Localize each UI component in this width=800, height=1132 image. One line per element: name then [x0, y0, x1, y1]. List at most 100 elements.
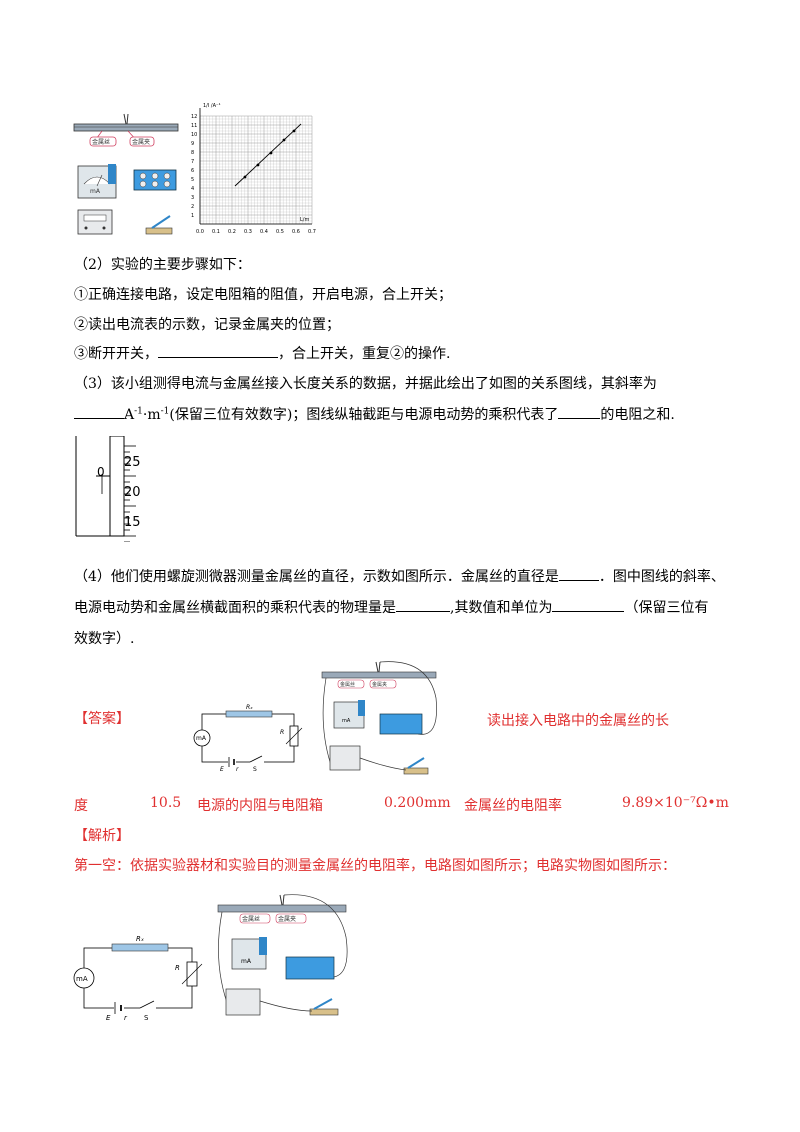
micrometer-label-25: 25	[124, 455, 141, 470]
answer-value-quantity: 金属丝的电阻率	[464, 798, 562, 814]
svg-text:mA: mA	[90, 188, 101, 195]
graph-x-label: L/m	[300, 217, 309, 223]
circuit-ma-label: mA	[76, 975, 88, 983]
circuit-r-label: R	[280, 729, 284, 736]
answer-blank	[396, 597, 450, 612]
graph-y-tick: 10	[191, 132, 197, 138]
circuit-e-label: E	[220, 766, 224, 772]
graph-x-tick: 0.6	[292, 229, 300, 235]
answer-blank	[558, 404, 601, 419]
metal-rod	[73, 123, 179, 132]
graph-point	[269, 151, 273, 155]
graph-x-tick: 0.4	[260, 229, 268, 235]
graph-y-tick: 2	[191, 204, 194, 210]
circuit-s-label: S	[253, 766, 257, 772]
graph-fit-line	[234, 123, 302, 187]
answer-value-slope: 10.5	[150, 795, 182, 811]
unit-m: ·m	[142, 407, 161, 423]
graph-y-tick: 7	[191, 159, 194, 165]
graph-y-tick: 9	[191, 141, 194, 147]
ammeter-label: mA	[342, 718, 351, 724]
circuit-diagram-answer: Rₓ R mA E r S	[193, 704, 303, 772]
answer-value-diameter: 0.200mm	[384, 795, 451, 811]
ammeter-label: mA	[241, 958, 252, 965]
step2-item-2: ②读出电流表的示数，记录金属夹的位置；	[74, 317, 340, 333]
graph-y-tick: 5	[191, 177, 194, 183]
circuit-rx-label: Rₓ	[246, 704, 253, 711]
graph-x-tick: 0.1	[212, 229, 220, 235]
step4-text-c: 电源电动势和金属丝横截面积的乘积代表的物理量是	[74, 600, 396, 616]
answer-blank	[158, 343, 278, 358]
step4-text-d: ,其数值和单位为	[450, 600, 553, 616]
graph-y-tick: 1	[191, 213, 194, 219]
step4-text-a: （4）他们使用螺旋测微器测量金属丝的直径，示数如图所示．金属丝的直径是	[74, 569, 559, 585]
step4-text-b: ．图中图线的斜率、	[598, 569, 725, 585]
step4-line-3: 效数字）.	[74, 631, 135, 647]
step4-line-1: （4）他们使用螺旋测微器测量金属丝的直径，示数如图所示．金属丝的直径是 ．图中图线…	[74, 566, 725, 586]
micrometer-label-20: 20	[124, 485, 141, 500]
step2-title: （2）实验的主要步骤如下：	[74, 257, 251, 273]
rod-label-clip: 金属夹	[278, 915, 296, 923]
unit-exp-1: -1	[134, 406, 143, 417]
analysis-label: 【解析】	[74, 828, 130, 844]
graph-y-tick: 6	[191, 168, 194, 174]
graph-y-tick: 4	[191, 186, 194, 192]
graph-point	[282, 138, 286, 142]
rod-label-clip: 金属夹	[372, 681, 387, 688]
graph-y-tick: 12	[191, 114, 197, 120]
switch-icon	[145, 215, 173, 235]
graph-x-tick: 0.2	[228, 229, 236, 235]
unit-exp-2: -1	[160, 406, 170, 417]
step2-item-3-a: ③断开开关，	[74, 346, 158, 362]
circuit-r-label: R	[175, 964, 180, 972]
graph-point	[292, 129, 296, 133]
graph-x-tick: 0.7	[308, 229, 316, 235]
circuit-r-small-label: r	[236, 766, 239, 772]
ammeter-icon: mA	[77, 164, 117, 199]
circuit-ma-label: mA	[196, 735, 207, 742]
unit-a: A	[124, 407, 135, 423]
graph-y-tick: 3	[191, 195, 194, 201]
step3-line-1: （3）该小组测得电流与金属丝接入长度关系的数据，并据此绘出了如图的关系图线，其斜…	[74, 376, 657, 392]
answer-text-1: 读出接入电路中的金属丝的长	[487, 713, 669, 729]
step4-text-e: （保留三位有	[624, 600, 709, 616]
graph-point	[243, 175, 247, 179]
graph-x-tick: 0.3	[244, 229, 252, 235]
graph-y-label: 1/I /A⁻¹	[203, 103, 221, 109]
answer-blank	[558, 566, 599, 581]
answer-value-resistivity: 9.89×10⁻⁷Ω•m	[622, 795, 729, 811]
circuit-e-label: E	[106, 1014, 111, 1020]
step3-line-2: A-1·m-1(保留三位有效数字)；图线纵轴截距与电源电动势的乘积代表了的电阻之…	[74, 404, 675, 424]
answer-blank	[552, 597, 625, 612]
micrometer-reading-figure: 0 25 20 15	[75, 436, 141, 542]
rod-label-wire: 金属丝	[92, 138, 110, 146]
apparatus-wiring-analysis: 金属丝 金属夹 mA	[217, 894, 348, 1016]
analysis-text: 第一空：依据实验器材和实验目的测量金属丝的电阻率，电路图如图所示；电路实物图如图…	[74, 858, 676, 874]
answer-text-2: 度	[74, 798, 88, 814]
resistance-box-icon	[133, 169, 177, 191]
graph-x-tick: 0.0	[196, 229, 204, 235]
apparatus-figure-top: 金属丝 金属夹 mA	[73, 113, 179, 235]
micrometer-label-15: 15	[124, 515, 141, 530]
step3-line-2-text: (保留三位有效数字)；图线纵轴截距与电源电动势的乘积代表了	[169, 407, 559, 423]
apparatus-wiring-answer: 金属丝 金属夹 mA	[321, 661, 437, 775]
micrometer-zero: 0	[97, 465, 105, 479]
step2-item-1: ①正确连接电路，设定电阻箱的阻值，开启电源，合上开关；	[74, 287, 452, 303]
answer-blank	[74, 404, 124, 419]
step4-line-2: 电源电动势和金属丝横截面积的乘积代表的物理量是 ,其数值和单位为 （保留三位有	[74, 597, 708, 617]
graph-point	[256, 163, 260, 167]
rod-label-wire: 金属丝	[242, 915, 260, 923]
circuit-diagram-analysis: Rₓ R mA E r S	[73, 935, 203, 1020]
power-supply-icon	[77, 209, 113, 235]
step3-line-2-end: 的电阻之和.	[600, 407, 675, 423]
rod-label-clip: 金属夹	[132, 138, 150, 146]
answer-label: 【答案】	[74, 711, 130, 727]
step2-item-3: ③断开开关， ，合上开关，重复②的操作.	[74, 343, 450, 363]
graph-x-tick: 0.5	[276, 229, 284, 235]
circuit-s-label: S	[144, 1014, 149, 1020]
step2-item-3-b: ，合上开关，重复②的操作.	[278, 346, 451, 362]
rod-label-wire: 金属丝	[340, 681, 355, 688]
circuit-r-small-label: r	[124, 1014, 128, 1020]
answer-value-resistance: 电源的内阻与电阻箱	[197, 798, 323, 814]
